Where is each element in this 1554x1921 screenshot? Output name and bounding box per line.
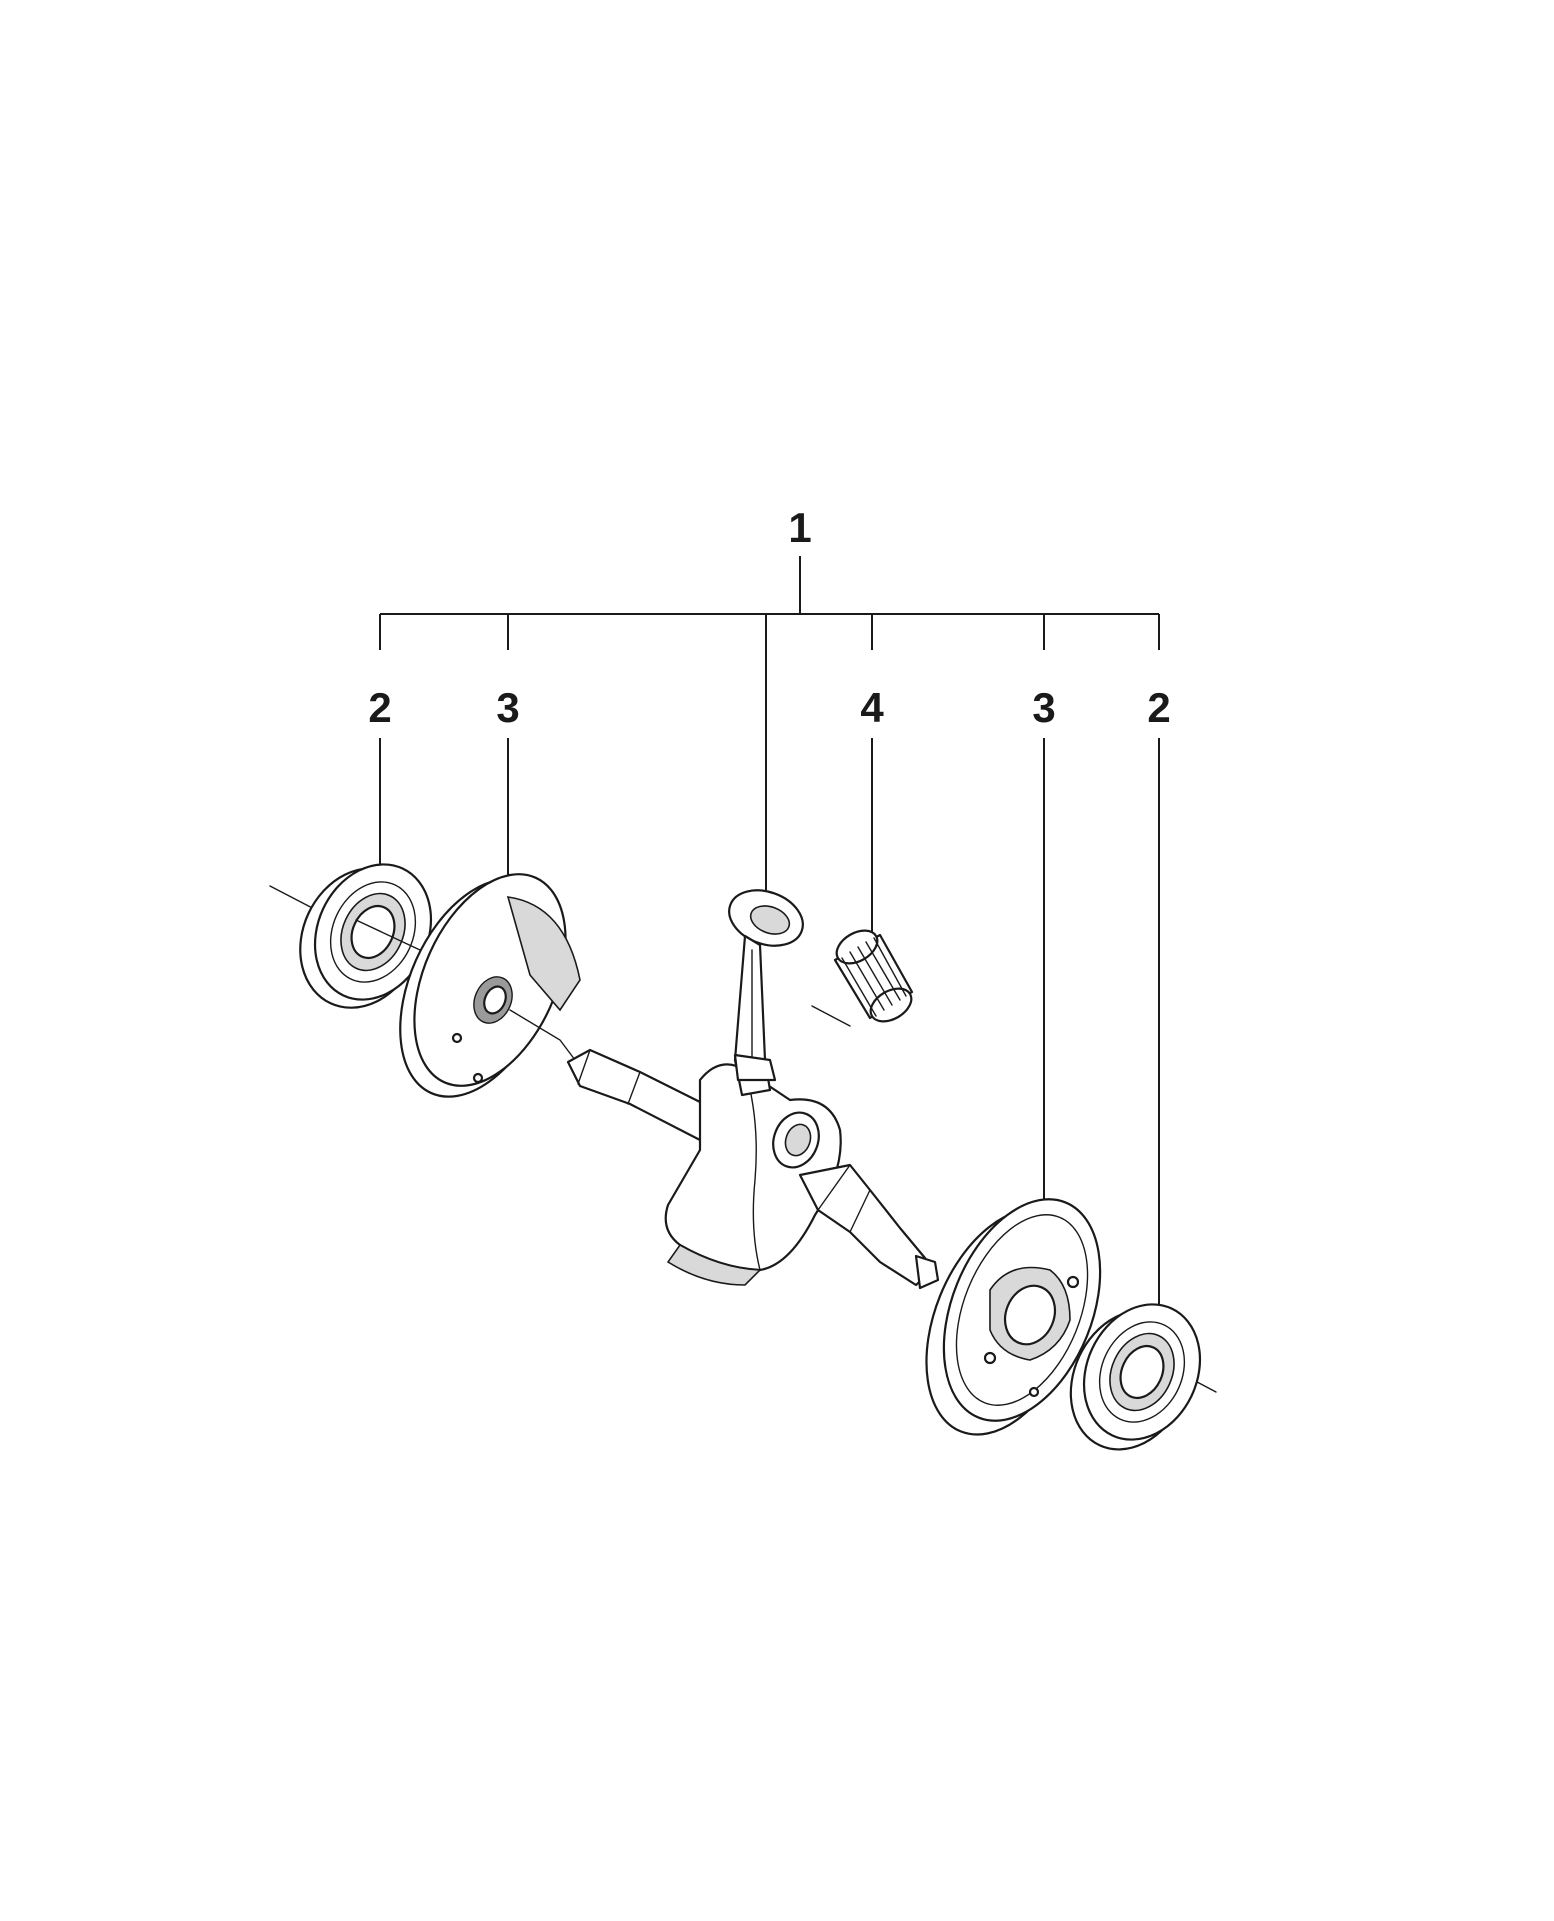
crank-web-right (925, 1198, 1102, 1436)
ball-bearing-right (1069, 1303, 1202, 1451)
crank-web-left (399, 873, 581, 1098)
callout-1: 1 (788, 504, 811, 551)
callout-2-left: 2 (368, 684, 391, 731)
callout-4: 4 (860, 684, 884, 731)
crankshaft (566, 1048, 940, 1290)
callout-3-right: 3 (1032, 684, 1055, 731)
callout-tree: 1 2 3 4 3 2 (368, 504, 1171, 1322)
callout-3-left: 3 (496, 684, 519, 731)
callout-2-right: 2 (1147, 684, 1170, 731)
connecting-rod (728, 889, 804, 1097)
ball-bearing-left (299, 863, 433, 1009)
needle-bearing (833, 929, 914, 1023)
